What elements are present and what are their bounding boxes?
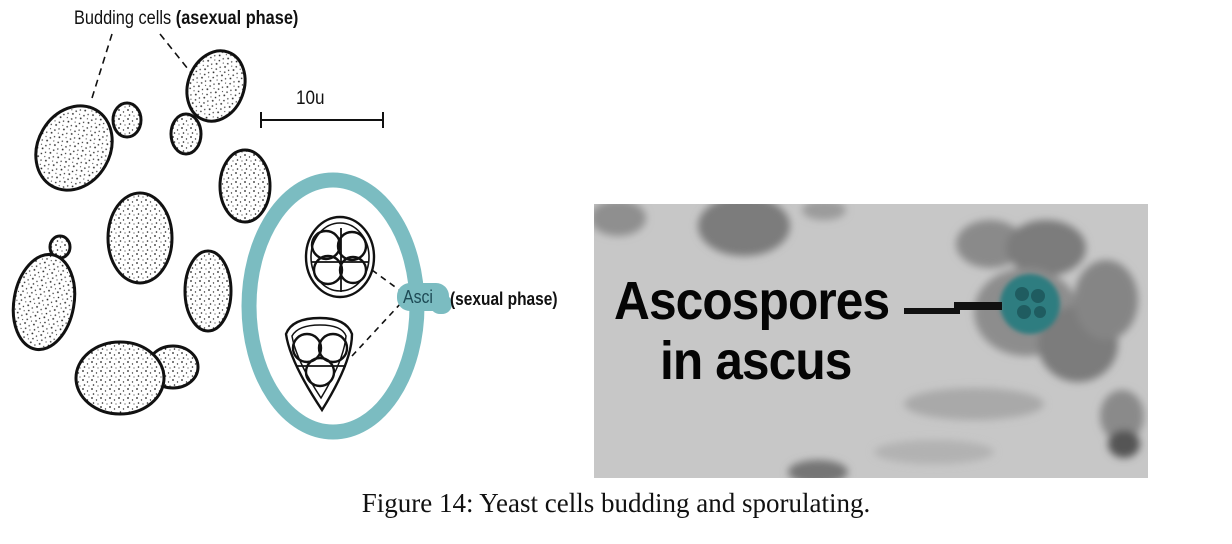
yeast-cell [34,104,114,192]
scale-bar-label: 10u [296,88,325,109]
yeast-cell [185,49,247,123]
ascus [284,316,354,413]
yeast-cells [11,49,272,416]
pointer-line [904,308,960,314]
microscope-photo: Ascospores in ascus [594,204,1148,478]
asci-leader-line [371,269,403,293]
budding-cell [111,101,143,139]
yeast-cell [74,340,166,416]
ascus [304,215,376,299]
budding-cells-text: Budding cells [74,8,172,29]
asci-highlight-blob [430,294,452,314]
yeast-cell [183,249,233,333]
asci-leader-line [351,301,403,357]
budding-leader-line [159,33,193,75]
budding-cell [169,112,203,156]
asexual-phase-text: (asexual phase) [175,8,299,29]
scale-bar [260,112,384,128]
asci-label: Asci [403,287,433,307]
yeast-cell-drawing [11,33,452,440]
photo-background [594,204,1148,478]
budding-cells-label: Budding cells (asexual phase) [74,8,298,30]
ascus-highlight [1000,274,1060,334]
ascospores-label: Ascospores [614,271,890,331]
in-ascus-label: in ascus [660,331,852,391]
sexual-phase-label: (sexual phase) [450,289,558,309]
pointer-line [954,302,1002,310]
yeast-cell [11,252,77,352]
yeast-cell [218,148,272,224]
figure-caption: Figure 14: Yeast cells budding and sporu… [361,488,871,518]
yeast-cell [106,191,174,285]
budding-leader-line [91,33,113,99]
